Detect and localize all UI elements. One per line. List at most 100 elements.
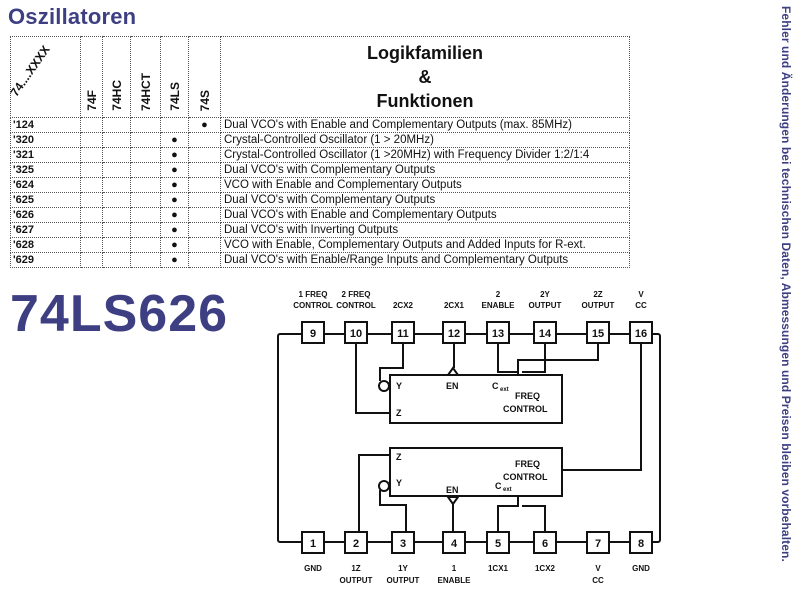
pin-label: 2 FREQ [342, 290, 371, 299]
part-code: '320 [10, 132, 81, 148]
pin-label: 1Y [398, 564, 408, 573]
function-description: Dual VCO's with Inverting Outputs [220, 222, 630, 238]
availability-dot-icon: ● [171, 179, 178, 191]
table-row: '627●Dual VCO's with Inverting Outputs [10, 222, 630, 238]
pin-number: 14 [539, 328, 552, 340]
family-mark-cell [188, 252, 221, 268]
part-code: '624 [10, 177, 81, 193]
pin-number: 12 [448, 328, 460, 340]
family-mark-cell: ● [160, 147, 189, 163]
pin-label: 1CX2 [535, 564, 556, 573]
family-mark-cell: ● [160, 237, 189, 253]
pin-number: 5 [495, 538, 501, 550]
table-row: '124●Dual VCO's with Enable and Compleme… [10, 117, 630, 133]
pin-label: 2Z [593, 290, 602, 299]
family-mark-cell [102, 192, 131, 208]
pin-number: 1 [310, 538, 316, 550]
family-mark-cell: ● [160, 132, 189, 148]
family-mark-cell: ● [160, 162, 189, 178]
pin-number: 3 [400, 538, 406, 550]
availability-dot-icon: ● [171, 149, 178, 161]
part-series-header: 74....XXXX [8, 36, 81, 118]
pin-label-sub: CC [635, 301, 647, 310]
table-row: '628●VCO with Enable, Complementary Outp… [10, 237, 630, 253]
pin-label: 1 [452, 564, 457, 573]
availability-dot-icon: ● [171, 254, 178, 266]
pin-label: GND [304, 564, 322, 573]
family-header-74f: 74F [80, 36, 103, 118]
ic-body [277, 333, 661, 543]
pin-label: 2 [496, 290, 501, 299]
family-mark-cell [80, 207, 103, 223]
table-row: '626●Dual VCO's with Enable and Compleme… [10, 207, 630, 223]
family-mark-cell [80, 252, 103, 268]
upper-z-label: Z [396, 408, 402, 418]
function-description: Dual VCO's with Complementary Outputs [220, 162, 630, 178]
family-mark-cell [102, 222, 131, 238]
table-row: '320●Crystal-Controlled Oscillator (1 > … [10, 132, 630, 148]
family-mark-cell [80, 222, 103, 238]
family-mark-cell [102, 132, 131, 148]
family-mark-cell [188, 162, 221, 178]
family-mark-cell [102, 207, 131, 223]
family-mark-cell [130, 147, 161, 163]
part-code: '627 [10, 222, 81, 238]
family-mark-cell: ● [160, 252, 189, 268]
family-mark-cell [80, 177, 103, 193]
family-mark-cell [130, 237, 161, 253]
family-mark-cell [130, 162, 161, 178]
pin-label: V [595, 564, 601, 573]
family-mark-cell [80, 162, 103, 178]
availability-dot-icon: ● [171, 209, 178, 221]
family-mark-cell [102, 117, 131, 133]
family-header-74s: 74S [188, 36, 221, 118]
pin-number: 16 [635, 328, 647, 340]
lower-z-label: Z [396, 452, 402, 462]
family-mark-cell [80, 117, 103, 133]
pin-label-sub: 2CX1 [444, 301, 465, 310]
family-mark-cell [188, 237, 221, 253]
pin-label: GND [632, 564, 650, 573]
function-description: Dual VCO's with Enable and Complementary… [220, 117, 630, 133]
availability-dot-icon: ● [171, 239, 178, 251]
function-description: Crystal-Controlled Oscillator (1 >20MHz)… [220, 147, 630, 163]
part-number: 74LS626 [10, 285, 229, 343]
family-mark-cell [188, 177, 221, 193]
family-mark-cell [130, 207, 161, 223]
pin-label-sub: CONTROL [336, 301, 376, 310]
pin-number: 13 [492, 328, 504, 340]
lower-en-label: EN [446, 485, 459, 495]
family-mark-cell: ● [160, 177, 189, 193]
part-code: '325 [10, 162, 81, 178]
lower-freq-label: FREQ [515, 459, 540, 469]
lower-cext-label: C [495, 481, 502, 491]
function-header: Logikfamilien & Funktionen [220, 36, 630, 118]
page-title: Oszillatoren [8, 4, 137, 29]
bottom-pin: 5 1CX1 [486, 531, 510, 573]
availability-dot-icon: ● [171, 134, 178, 146]
family-mark-cell [130, 252, 161, 268]
pin-label: 1CX1 [488, 564, 509, 573]
family-mark-cell: ● [188, 117, 221, 133]
availability-dot-icon: ● [171, 194, 178, 206]
lower-control-label: CONTROL [503, 472, 548, 482]
table-row: '325 ● Dual VCO's with Complementary Outpu… [10, 162, 630, 178]
family-mark-cell [102, 237, 131, 253]
pin-label-sub: OUTPUT [582, 301, 615, 310]
upper-y-label: Y [396, 381, 402, 391]
lower-cext-sub: ext [503, 487, 512, 493]
part-code: '626 [10, 207, 81, 223]
pin-number: 2 [353, 538, 359, 550]
pin-label-sub: OUTPUT [387, 576, 420, 585]
